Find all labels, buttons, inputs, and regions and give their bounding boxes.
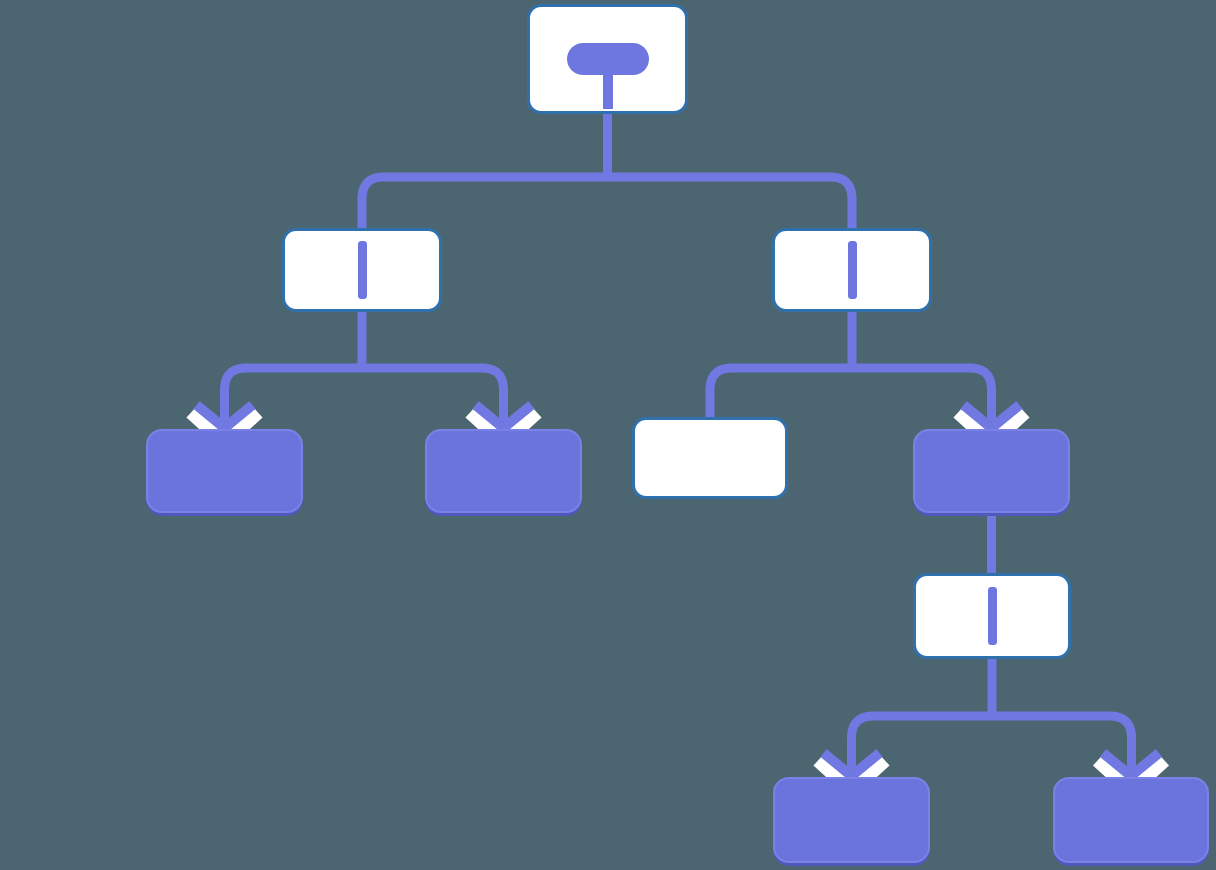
root-rail-connector <box>357 172 857 228</box>
text-placeholder-bar <box>357 241 367 299</box>
pill-stem-line <box>602 75 613 109</box>
text-placeholder-bar <box>987 587 997 645</box>
chevron-purple-stroke <box>960 401 1023 435</box>
node-branch-lower[interactable] <box>913 573 1071 659</box>
chevron-purple-stroke <box>1099 749 1163 783</box>
node-leaf-2[interactable] <box>425 429 582 513</box>
chevron-purple-stroke <box>193 401 256 435</box>
node-leaf-1[interactable] <box>146 429 303 513</box>
node-child-plain[interactable] <box>632 417 788 499</box>
node-branch-right[interactable] <box>772 228 932 312</box>
left-branch-rail-connector <box>220 363 508 421</box>
root-placeholder-group <box>530 7 685 111</box>
node-root[interactable] <box>527 4 688 114</box>
node-leaf-4[interactable] <box>773 777 930 863</box>
text-placeholder-bar <box>847 241 857 299</box>
chevron-purple-stroke <box>820 749 883 783</box>
node-branch-left[interactable] <box>282 228 442 312</box>
chevron-purple-stroke <box>472 401 535 435</box>
text-placeholder-pill <box>566 43 649 75</box>
node-leaf-5[interactable] <box>1053 777 1209 863</box>
lower-branch-rail-connector <box>847 711 1136 769</box>
node-leaf-3[interactable] <box>913 429 1070 513</box>
right-branch-rail-connector <box>705 363 996 421</box>
